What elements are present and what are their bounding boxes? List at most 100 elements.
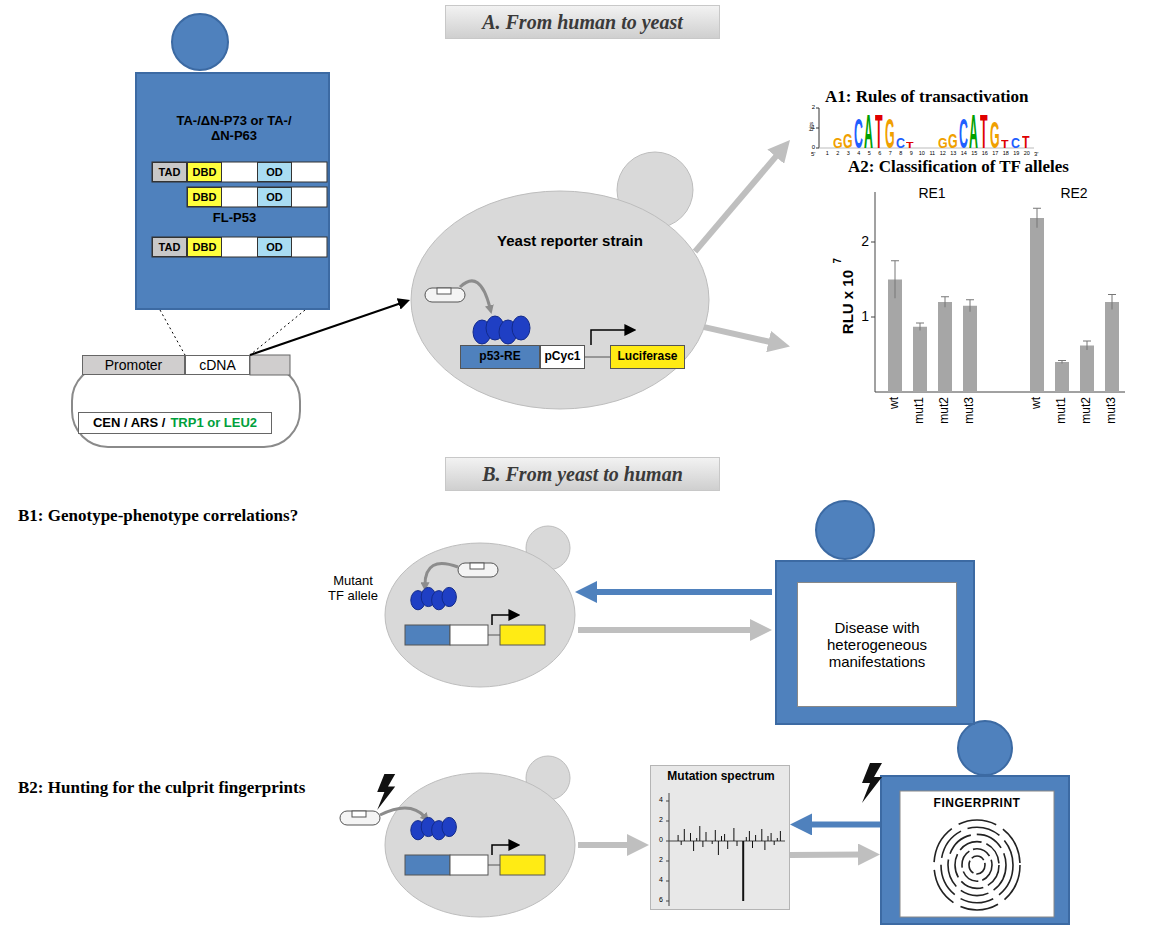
end-label: 3': [1034, 151, 1038, 158]
chart-bar: [963, 306, 977, 392]
spectrum-axis: [669, 793, 670, 906]
node-label: TRP1 or LEU2: [170, 416, 257, 431]
logo-letter: G: [938, 136, 948, 150]
plasmid-backbone: [72, 365, 300, 447]
chart-bar: [1055, 362, 1069, 392]
fingerprint-ridge: [941, 827, 1013, 903]
category-label: wt: [1030, 397, 1044, 409]
position-number: 10: [917, 150, 928, 156]
protein-tetramer: [473, 320, 491, 344]
logo-letter: T: [1001, 139, 1009, 150]
position-number: 18: [1001, 150, 1012, 156]
person-body: Disease with heterogeneous manifestation…: [775, 560, 975, 725]
node-label: A. From human to yeast: [482, 11, 683, 34]
position-number: 8: [896, 150, 907, 156]
spectrum-bar: [780, 831, 781, 841]
tick-label: 1: [806, 124, 815, 131]
spectrum-bar: [761, 829, 762, 841]
curved-arrow: [460, 281, 490, 308]
category-label: mut1: [913, 397, 927, 424]
domain-box: OD: [257, 187, 292, 207]
protein-tetramer: [486, 316, 504, 340]
fingerprint-ridge: [969, 856, 985, 874]
reporter-link: [488, 865, 500, 866]
position-number: 3: [843, 150, 854, 156]
node-label: pCyc1: [544, 350, 580, 364]
plasmid-icon: [340, 811, 380, 825]
position-number: 6: [875, 150, 886, 156]
node-shape: [137, 74, 332, 312]
fingerprint-ridge: [962, 849, 992, 881]
logo-letter: G: [833, 136, 843, 150]
logo-letter: G: [948, 131, 958, 151]
yeast-cell: [411, 191, 709, 409]
chart-tick: [871, 317, 875, 318]
connector: [701, 326, 775, 343]
spectrum-tick: [666, 901, 669, 902]
protein-bar: [152, 237, 327, 257]
spectrum-bar: [718, 841, 719, 855]
category-label: wt: [888, 397, 902, 409]
position-number: 12: [938, 150, 949, 156]
logo-letter: C: [959, 113, 968, 155]
spectrum-bar: [727, 841, 728, 849]
zoom-line: [250, 310, 305, 355]
connector: [790, 852, 865, 858]
axis-title: bits: [808, 122, 815, 131]
chart-axis: [875, 192, 876, 392]
yeast-cell: [385, 543, 575, 687]
section-band: A. From human to yeast: [445, 5, 720, 39]
chart-tick: [871, 242, 875, 243]
protein-bar: [187, 187, 327, 207]
section-band: B. From yeast to human: [445, 457, 720, 491]
leader-label: Mutant TF allele: [326, 574, 380, 604]
reporter-gene: Luciferase: [610, 345, 685, 369]
node-label: DBD: [193, 166, 217, 179]
tick-label: 0: [653, 836, 663, 844]
panel-a1: A1: Rules of transactivation: [790, 85, 1090, 152]
logo-letter: C: [1011, 136, 1020, 150]
domain-box: OD: [257, 162, 292, 182]
spectrum-bar: [737, 841, 738, 846]
node-label: OD: [266, 241, 283, 254]
category-label: mut3: [1105, 397, 1119, 424]
plasmid-insert: [437, 288, 451, 294]
position-number: 1: [822, 150, 833, 156]
spectrum-bar: [742, 841, 744, 901]
tick-label: 2: [653, 816, 663, 824]
position-number: 13: [948, 150, 959, 156]
promoter-box: [450, 855, 488, 875]
node-label: Promoter: [105, 357, 163, 373]
spectrum-bar: [696, 838, 697, 841]
category-label: mut2: [1080, 397, 1094, 424]
position-number: 7: [885, 150, 896, 156]
protein-tetramer: [442, 817, 456, 836]
chart-bar: [1080, 346, 1094, 393]
plasmid-insert: [352, 811, 366, 817]
reporter-gene: [500, 625, 545, 645]
protein-bar: [152, 162, 327, 182]
position-number: 14: [959, 150, 970, 156]
logo-letter: A: [969, 108, 978, 156]
response-element: [405, 625, 450, 645]
spectrum-bar: [721, 836, 722, 841]
person-head: [816, 501, 874, 559]
tick-label: 4: [653, 796, 663, 804]
node-label: A1: Rules of transactivation: [825, 87, 1085, 107]
node-shape: [410, 190, 710, 410]
connector: [695, 152, 780, 252]
reporter-link: [488, 635, 500, 636]
protein-tetramer: [512, 316, 530, 340]
tick-label: 4: [653, 876, 663, 884]
position-number: 11: [927, 150, 938, 156]
yeast-cell: Yeast reporter strainp53-REpCyc1Lucifera…: [410, 190, 710, 410]
error-bar: [941, 297, 949, 308]
axis-title: RLU x 10: [839, 270, 856, 334]
node-label: p53-RE: [479, 350, 520, 364]
logo-letter: G: [990, 117, 1000, 153]
error-bar: [1083, 341, 1091, 350]
domain-box: TAD: [152, 237, 187, 257]
position-number: 20: [1022, 150, 1033, 156]
spectrum-bar: [712, 841, 713, 844]
